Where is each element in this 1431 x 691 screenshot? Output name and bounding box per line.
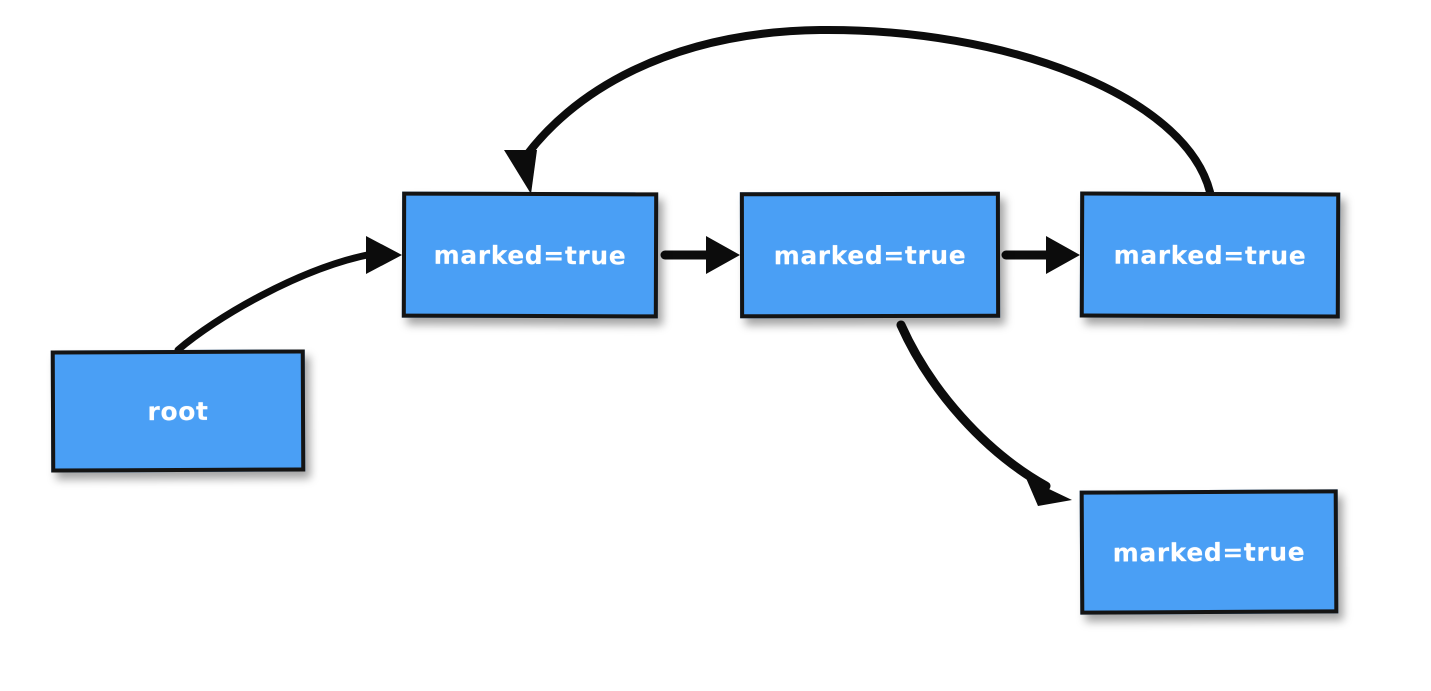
node-marked-3-label: marked=true [1113,240,1307,270]
edge-node2-to-node3 [1001,236,1080,274]
node-marked-1[interactable]: marked=true [401,191,659,319]
edge-node1-to-node2 [660,236,740,274]
node-root-label: root [147,396,209,426]
node-marked-3[interactable]: marked=true [1079,191,1341,319]
edge-node2-to-node4 [896,320,1072,506]
edge-node3-to-node1-backref [504,25,1214,196]
node-marked-1-label: marked=true [433,240,627,270]
node-root[interactable]: root [50,349,306,473]
node-marked-2[interactable]: marked=true [739,191,1001,319]
node-marked-4[interactable]: marked=true [1079,489,1339,615]
node-marked-4-label: marked=true [1112,536,1306,568]
node-marked-2-label: marked=true [773,240,967,270]
edge-root-to-node1 [174,236,402,354]
